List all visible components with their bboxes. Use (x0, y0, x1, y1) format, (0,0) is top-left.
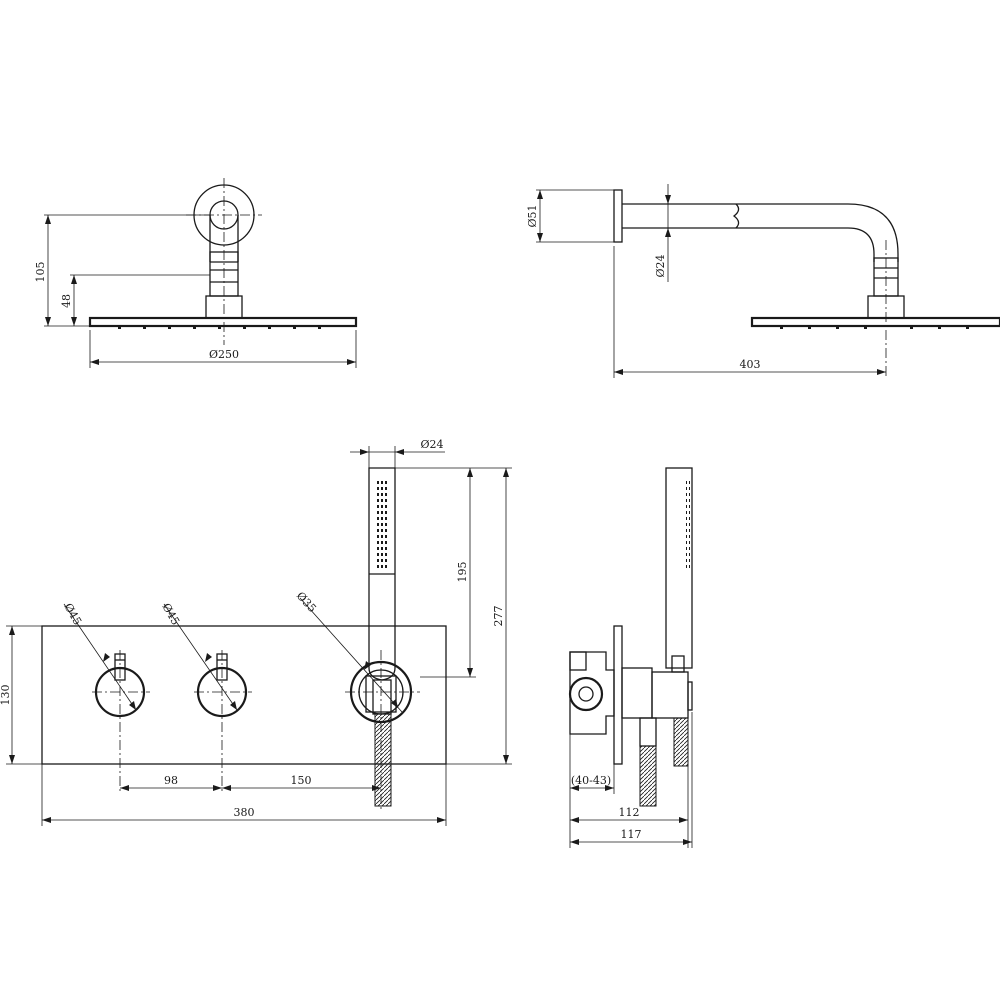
valve-body (569, 651, 615, 735)
side-holder-body (651, 671, 689, 719)
side-mixer-plate (613, 625, 623, 765)
side-hose-connector (639, 717, 657, 747)
side-knob (621, 667, 653, 719)
hand-shower-spray-face (375, 480, 389, 570)
mixer-knob-2 (194, 650, 252, 792)
leader-holder (299, 597, 403, 713)
side-head-plate (750, 316, 1000, 328)
side-arm-bottom (622, 227, 875, 262)
dim-knob2-diameter: Ø45 (159, 601, 182, 627)
dim-head-arm-height: 48 (60, 294, 73, 308)
side-wall-flange (613, 189, 623, 243)
dim-holder-spacing: 150 (291, 774, 312, 787)
dim-knob-spacing: 98 (164, 774, 178, 787)
arm-break-mark (732, 203, 740, 229)
mixer-knob-1 (92, 650, 150, 792)
shower-head-plate (88, 316, 358, 328)
head-front-view: 105 48 Ø250 (34, 178, 358, 368)
dim-overall-height: 277 (492, 606, 505, 627)
head-side-view: Ø51 Ø24 403 (526, 184, 1000, 378)
leader-knob1 (63, 603, 137, 711)
side-hand-shower (665, 467, 693, 669)
dim-handshower-length: 195 (456, 562, 469, 583)
mixer-side-view: (40-43) 112 117 (568, 467, 693, 848)
dim-plate-width: 380 (234, 806, 255, 819)
dim-wall-depth-range: (40-43) (571, 774, 611, 787)
dim-knob1-diameter: Ø45 (61, 601, 84, 627)
shower-head-nozzles (118, 326, 321, 329)
dim-plate-height: 130 (0, 685, 12, 706)
mixer-front-view: Ø45 Ø45 Ø35 Ø24 195 277 (0, 438, 512, 826)
dim-head-diameter: Ø250 (209, 348, 239, 361)
hand-shower (368, 467, 396, 807)
dim-head-top-height: 105 (34, 262, 47, 283)
dim-depth-1: 112 (619, 806, 640, 819)
side-arm-top (622, 203, 899, 262)
side-hose (639, 745, 657, 807)
dim-wall-flange-diameter: Ø51 (526, 204, 539, 227)
dim-arm-projection: 403 (740, 358, 761, 371)
dim-arm-diameter: Ø24 (654, 254, 667, 277)
dim-depth-2: 117 (621, 828, 642, 841)
valve-port (568, 676, 604, 712)
leader-knob2 (163, 603, 238, 711)
dim-handshower-diameter: Ø24 (420, 438, 443, 451)
mixer-plate (41, 625, 447, 765)
hose (374, 713, 392, 807)
dim-holder-diameter: Ø35 (294, 589, 319, 615)
